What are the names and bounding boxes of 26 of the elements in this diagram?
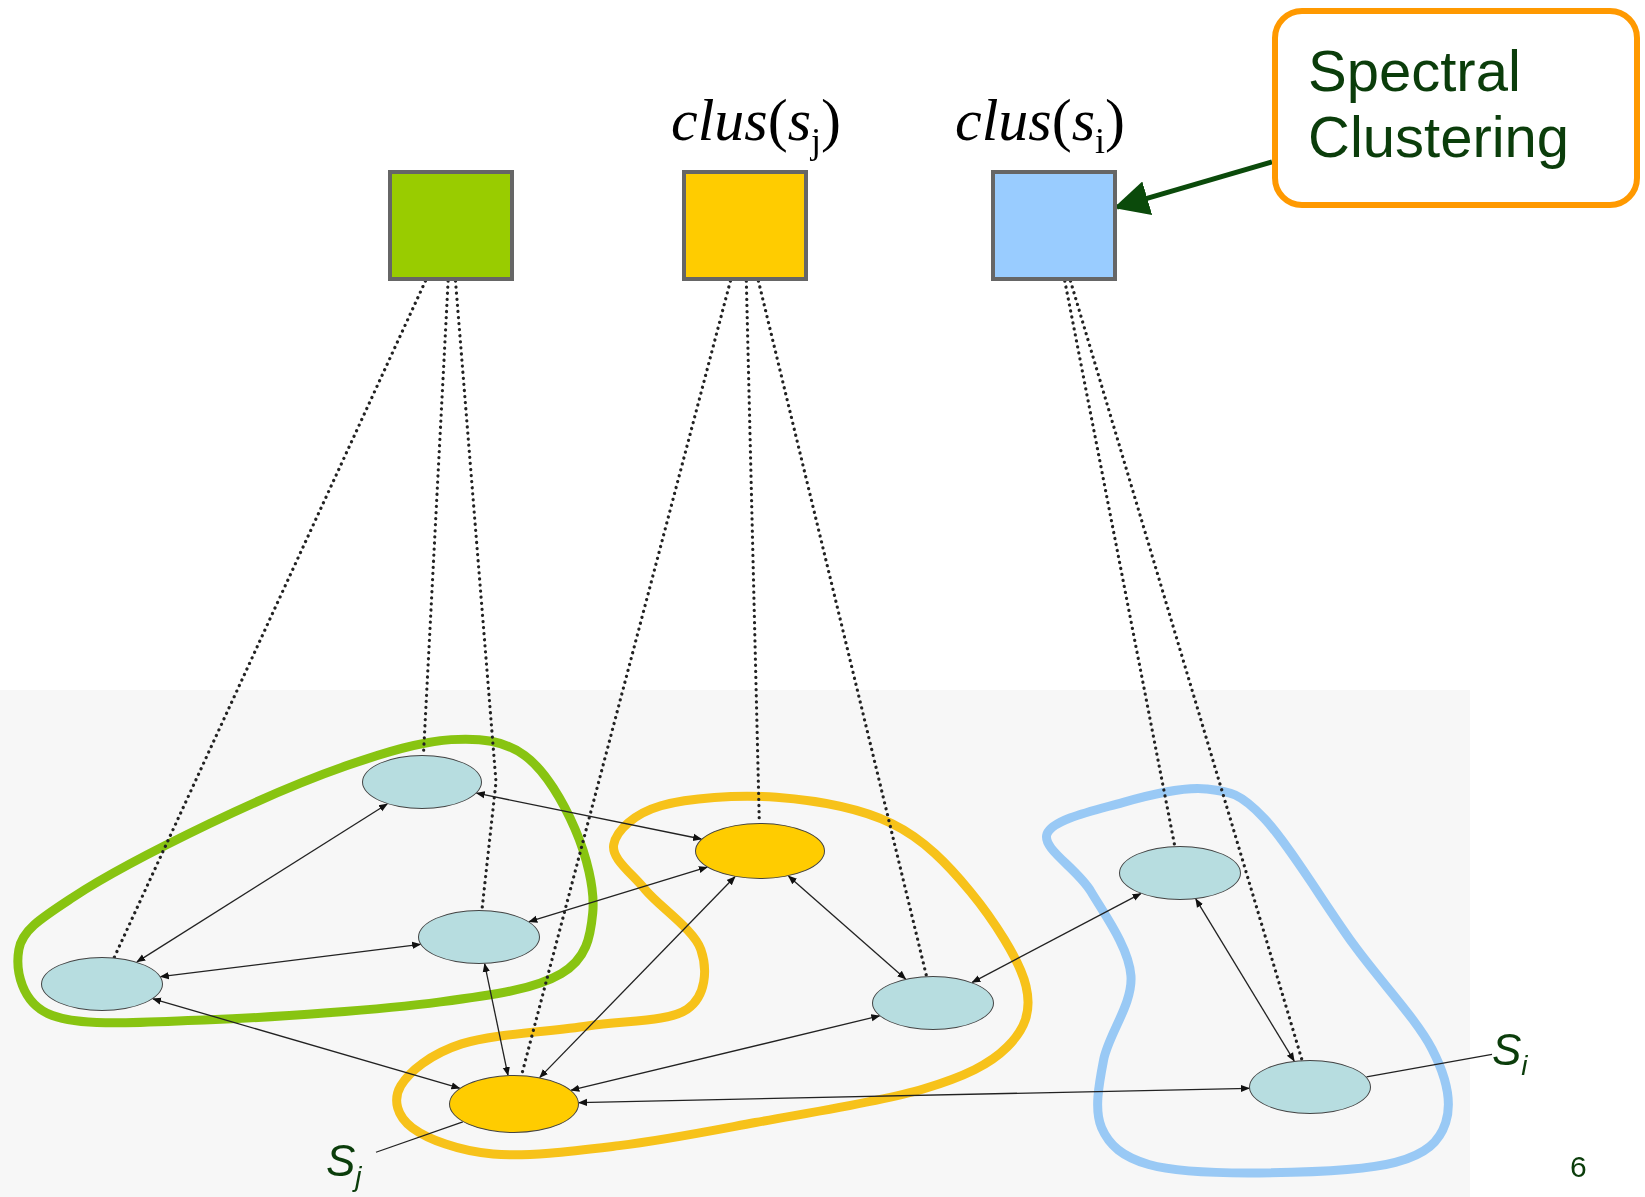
double-arrow bbox=[570, 1014, 881, 1092]
double-arrow bbox=[152, 997, 461, 1090]
node-label: S$_{i}$ bbox=[1492, 1025, 1528, 1091]
dotted-line bbox=[1063, 279, 1177, 848]
cluster-square bbox=[682, 170, 808, 281]
dotted-line bbox=[1068, 279, 1304, 1062]
page-number: 6 bbox=[1570, 1150, 1587, 1184]
callout-box: Spectral Clustering bbox=[1272, 8, 1640, 208]
leader-line bbox=[375, 1121, 464, 1153]
formula-label: clus(s$_{i}$) bbox=[955, 86, 1125, 163]
double-arrow bbox=[578, 1084, 1250, 1107]
node-label: S$_{j}$ bbox=[326, 1136, 362, 1197]
formula-label: clus(s$_{j}$) bbox=[671, 86, 841, 163]
cluster-square bbox=[991, 170, 1117, 281]
double-arrow bbox=[482, 963, 510, 1076]
leader-line bbox=[1365, 1053, 1493, 1078]
double-arrow bbox=[136, 803, 388, 963]
double-arrow bbox=[539, 876, 736, 1079]
double-arrow bbox=[1195, 898, 1295, 1062]
double-arrow bbox=[787, 875, 907, 980]
dotted-line bbox=[453, 279, 498, 912]
dotted-line bbox=[756, 279, 929, 978]
double-arrow bbox=[528, 866, 708, 923]
double-arrow bbox=[475, 791, 703, 841]
double-arrow bbox=[971, 893, 1142, 983]
cluster-square bbox=[388, 170, 514, 281]
